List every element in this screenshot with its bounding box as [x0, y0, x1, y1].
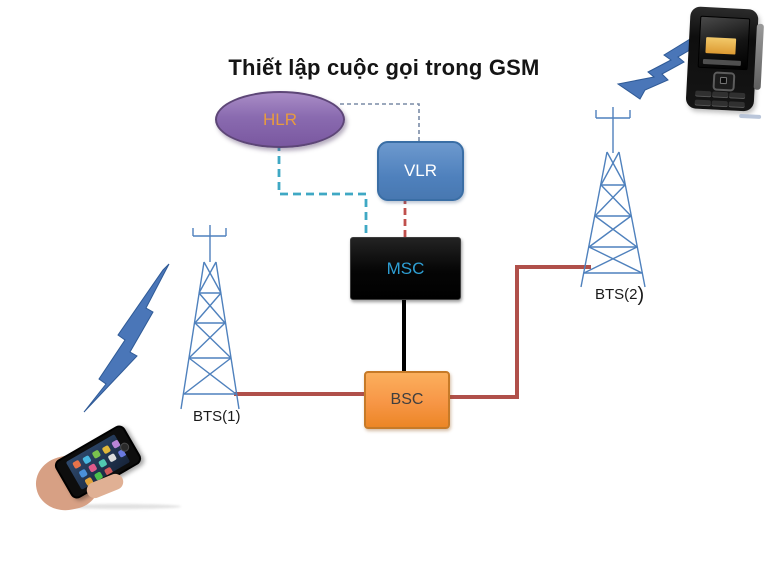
phone-dpad [712, 71, 736, 92]
phone-screen [697, 15, 751, 71]
hand-holding-smartphone-image [31, 422, 191, 516]
phone-screen-photo [705, 37, 737, 55]
phone-key [695, 90, 712, 98]
bts2-label-text: BTS(2 [595, 286, 638, 303]
phone-screen-strip [702, 58, 742, 66]
smartphone-app-grid [72, 459, 82, 470]
phone-key [711, 99, 728, 107]
phone-keypad [694, 90, 750, 110]
connector-bts2-bsc [446, 265, 591, 399]
connector-hlr-vlr-dotted [340, 103, 420, 141]
msc-label: MSC [386, 258, 425, 278]
phone-key [728, 100, 745, 108]
hlr-label: HLR [262, 109, 297, 129]
lightning-bolt-top-right-icon [616, 35, 701, 100]
phone-key [729, 92, 746, 100]
cell-tower-bts1-icon [180, 225, 240, 410]
msc-node: MSC [350, 237, 461, 300]
hlr-node: HLR [215, 91, 345, 148]
slide-title: Thiết lập cuộc gọi trong GSM [228, 55, 540, 80]
connector-hlr-msc-dashed [277, 143, 368, 237]
vlr-node: VLR [377, 141, 464, 201]
bsc-node: BSC [364, 371, 450, 429]
bts2-label-paren: ) [637, 284, 645, 306]
phone-body [685, 6, 759, 112]
phone-key [712, 91, 729, 99]
bts2-label: BTS(2) [595, 284, 645, 306]
phone-reflection-shadow [56, 504, 181, 509]
phone-key [694, 99, 711, 106]
bts1-label: BTS(1) [193, 408, 241, 425]
phone-dpad-center [719, 76, 728, 85]
bsc-label: BSC [390, 391, 424, 408]
bts1-label-text: BTS(1) [193, 408, 241, 425]
cell-tower-bts2-icon [580, 107, 646, 288]
slider-phone-image [683, 6, 764, 120]
lightning-bolt-bottom-left-icon [83, 263, 170, 413]
vlr-label: VLR [403, 161, 438, 180]
